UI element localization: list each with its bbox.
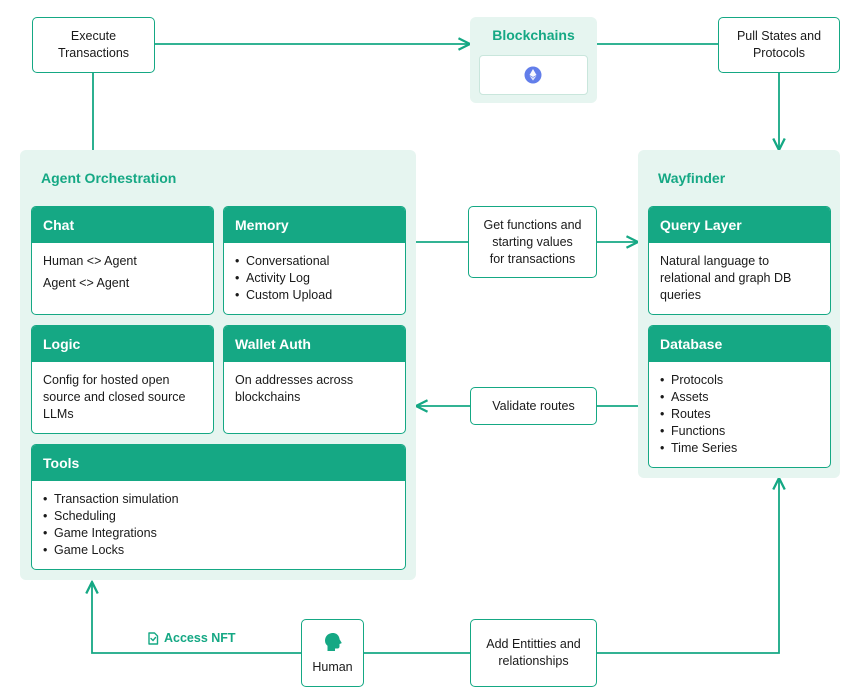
- database-item: Routes: [660, 406, 819, 423]
- wallet-auth-card: Wallet Auth On addresses across blockcha…: [223, 325, 406, 434]
- database-item: Protocols: [660, 372, 819, 389]
- wayfinder-panel: Wayfinder Query Layer Natural language t…: [638, 150, 840, 478]
- blockchains-icon-box: [479, 55, 588, 95]
- database-card: Database Protocols Assets Routes Functio…: [648, 325, 831, 468]
- add-entities-node: Add Entitties and relationships: [470, 619, 597, 687]
- chat-card: Chat Human <> Agent Agent <> Agent: [31, 206, 214, 315]
- pull-states-node: Pull States and Protocols: [718, 17, 840, 73]
- database-title: Database: [649, 326, 830, 362]
- get-functions-node: Get functions and starting values for tr…: [468, 206, 597, 278]
- connector-human-to-agent: [92, 582, 301, 654]
- memory-item: Activity Log: [235, 270, 394, 287]
- chat-line: Human <> Agent: [43, 254, 137, 268]
- tools-item: Game Integrations: [43, 525, 394, 542]
- database-item: Functions: [660, 423, 819, 440]
- query-layer-body: Natural language to relational and graph…: [660, 254, 792, 302]
- tools-body: Transaction simulation Scheduling Game I…: [32, 481, 405, 569]
- tools-title: Tools: [32, 445, 405, 481]
- memory-item: Conversational: [235, 253, 394, 270]
- nft-icon: [148, 631, 159, 645]
- wallet-auth-title: Wallet Auth: [224, 326, 405, 362]
- memory-body: Conversational Activity Log Custom Uploa…: [224, 243, 405, 314]
- logic-body: Config for hosted open source and closed…: [43, 373, 186, 421]
- access-nft-label: Access NFT: [147, 631, 236, 645]
- execute-transactions-node: Execute Transactions: [32, 17, 155, 73]
- logic-card: Logic Config for hosted open source and …: [31, 325, 214, 434]
- database-body: Protocols Assets Routes Functions Time S…: [649, 362, 830, 467]
- tools-item: Game Locks: [43, 542, 394, 559]
- blockchains-panel: Blockchains: [470, 17, 597, 103]
- human-head-icon: [324, 632, 342, 651]
- memory-title: Memory: [224, 207, 405, 243]
- database-item: Time Series: [660, 440, 819, 457]
- wallet-auth-body: On addresses across blockchains: [235, 373, 354, 404]
- wayfinder-title: Wayfinder: [658, 170, 726, 186]
- chat-title: Chat: [32, 207, 213, 243]
- agent-orchestration-panel: Agent Orchestration Chat Human <> Agent …: [20, 150, 416, 580]
- agent-orchestration-title: Agent Orchestration: [41, 170, 177, 186]
- database-item: Assets: [660, 389, 819, 406]
- human-label: Human: [312, 659, 353, 674]
- query-layer-title: Query Layer: [649, 207, 830, 243]
- tools-item: Transaction simulation: [43, 491, 394, 508]
- human-node: Human: [301, 619, 364, 687]
- validate-routes-node: Validate routes: [470, 387, 597, 425]
- memory-item: Custom Upload: [235, 287, 394, 304]
- chat-body: Human <> Agent Agent <> Agent: [32, 243, 213, 307]
- chat-line: Agent <> Agent: [43, 276, 130, 290]
- ethereum-icon: [524, 66, 542, 84]
- tools-card: Tools Transaction simulation Scheduling …: [31, 444, 406, 570]
- logic-title: Logic: [32, 326, 213, 362]
- connector-addentities-to-wayfinder: [597, 478, 779, 654]
- tools-item: Scheduling: [43, 508, 394, 525]
- memory-card: Memory Conversational Activity Log Custo…: [223, 206, 406, 315]
- blockchains-title: Blockchains: [492, 27, 575, 43]
- query-layer-card: Query Layer Natural language to relation…: [648, 206, 831, 315]
